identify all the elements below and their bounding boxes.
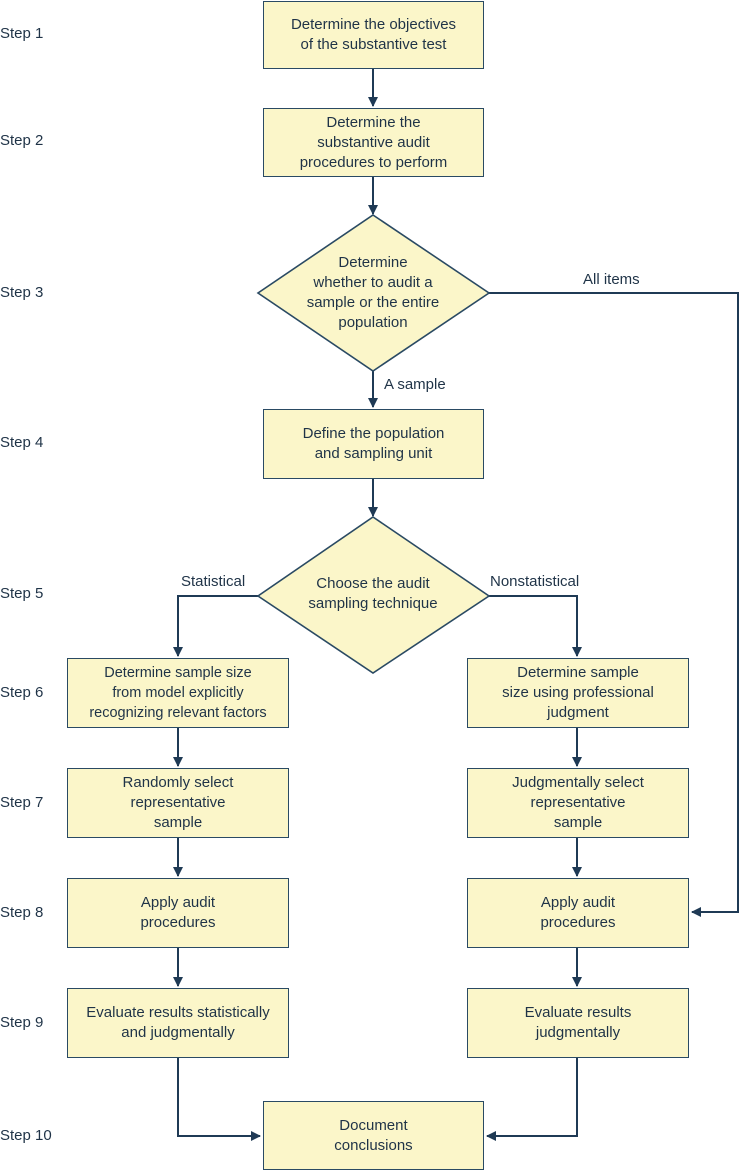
step-label-9: Step 9: [0, 1014, 44, 1031]
node-objectives: Determine the objectives of the substant…: [263, 1, 484, 69]
edge-label-statistical: Statistical: [181, 573, 246, 590]
node-sample-or-population: Determine whether to audit a sample or t…: [306, 254, 440, 331]
edge-label-all-items: All items: [583, 271, 640, 288]
arrow-right-to-document: [486, 1058, 578, 1141]
node-document: Document conclusions: [263, 1101, 484, 1170]
arrow-statistical: [173, 595, 258, 657]
node-evaluate-stat: Evaluate results statistically and judgm…: [67, 988, 289, 1058]
node-random-select: Randomly select representative sample: [67, 768, 289, 838]
arrow-nonstatistical: [489, 595, 582, 657]
node-stat-sample-size: Determine sample size from model explici…: [67, 658, 289, 728]
decision-diamond-sample: [256, 214, 491, 372]
arrow-left-to-document: [177, 1058, 261, 1141]
node-choose-technique: Choose the audit sampling technique: [308, 575, 438, 612]
node-apply-left: Apply audit procedures: [67, 878, 289, 948]
step-label-5: Step 5: [0, 585, 44, 602]
decision-diamond-technique: [256, 516, 491, 674]
step-label-6: Step 6: [0, 684, 44, 701]
node-judgmental-select: Judgmentally select representative sampl…: [467, 768, 689, 838]
node-nonstat-sample-size: Determine sample size using professional…: [467, 658, 689, 728]
step-label-7: Step 7: [0, 794, 44, 811]
node-apply-right: Apply audit procedures: [467, 878, 689, 948]
node-procedures: Determine the substantive audit procedur…: [263, 108, 484, 177]
step-label-2: Step 2: [0, 132, 44, 149]
edge-label-a-sample: A sample: [384, 376, 446, 393]
step-label-1: Step 1: [0, 25, 44, 42]
arrow-all-items: [489, 292, 739, 917]
step-label-3: Step 3: [0, 284, 44, 301]
node-evaluate-judg: Evaluate results judgmentally: [467, 988, 689, 1058]
edge-label-nonstatistical: Nonstatistical: [490, 573, 580, 590]
node-define-population: Define the population and sampling unit: [263, 409, 484, 479]
step-label-4: Step 4: [0, 434, 44, 451]
step-label-8: Step 8: [0, 904, 44, 921]
step-label-10: Step 10: [0, 1127, 52, 1144]
